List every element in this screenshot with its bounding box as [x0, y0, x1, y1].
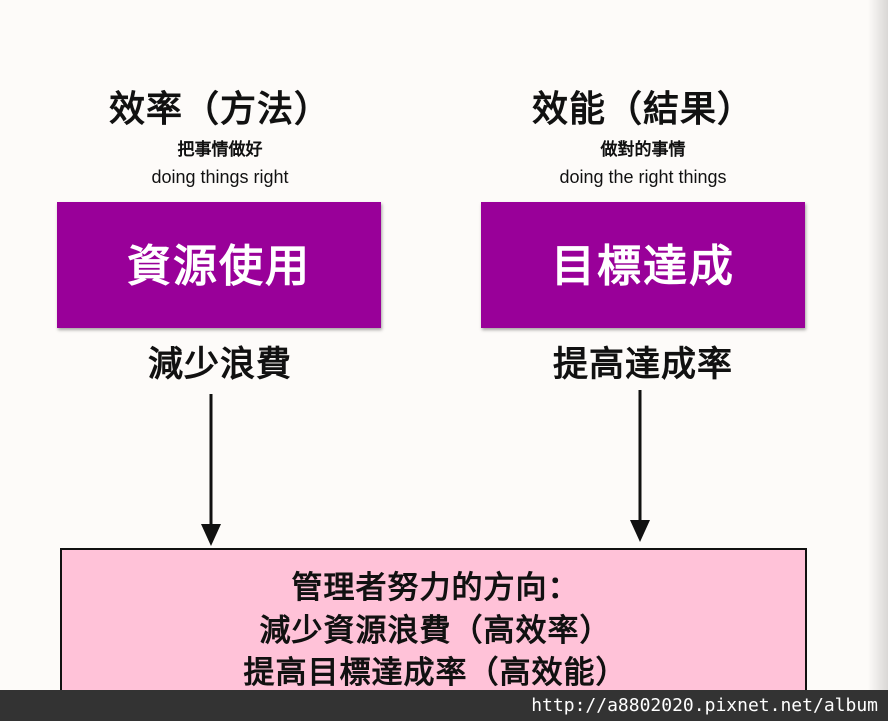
right-subtitle-en: doing the right things — [559, 167, 727, 187]
summary-line-3: 提高目標達成率（高效能） — [243, 655, 628, 691]
right-purple-box: 目標達成 — [481, 202, 805, 328]
left-box-label: 資源使用 — [127, 241, 311, 292]
right-down-arrow — [630, 390, 650, 542]
right-edge-shadow — [868, 0, 888, 690]
left-subtitle-zh: 把事情做好 — [177, 140, 263, 160]
right-subtitle-zh: 做對的事情 — [600, 140, 686, 160]
right-box-label: 目標達成 — [551, 241, 735, 292]
watermark-text: http://a8802020.pixnet.net/album — [531, 695, 878, 716]
watermark-bar: http://a8802020.pixnet.net/album — [0, 690, 888, 721]
right-title: 效能（結果） — [531, 89, 754, 130]
left-subtitle-en: doing things right — [151, 167, 289, 187]
summary-box: 管理者努力的方向： 減少資源浪費（高效率） 提高目標達成率（高效能） — [60, 548, 807, 708]
left-below-label: 減少浪費 — [147, 345, 292, 385]
summary-line-2: 減少資源浪費（高效率） — [259, 613, 612, 649]
left-purple-box: 資源使用 — [57, 202, 381, 328]
right-below-label: 提高達成率 — [552, 345, 733, 385]
left-down-arrow — [201, 394, 221, 546]
left-title: 效率（方法） — [108, 89, 331, 130]
summary-line-1: 管理者努力的方向： — [291, 570, 580, 606]
